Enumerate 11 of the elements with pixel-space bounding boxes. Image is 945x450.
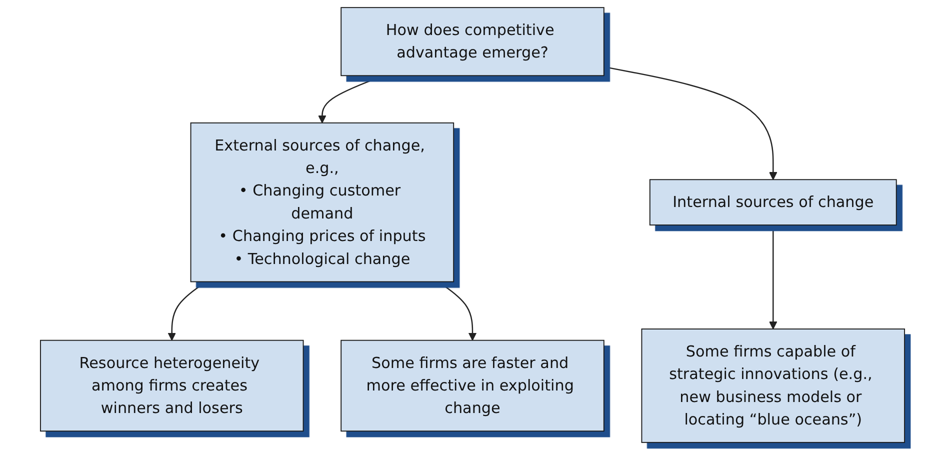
- node-box: [641, 328, 906, 443]
- arrow: [168, 281, 207, 341]
- node-box: [40, 340, 304, 432]
- node-box: [190, 122, 454, 282]
- node-box: [340, 7, 604, 76]
- node-box: [340, 340, 604, 432]
- arrow: [768, 225, 778, 330]
- arrow: [438, 281, 477, 341]
- arrow: [318, 75, 384, 124]
- node-box: [649, 179, 897, 226]
- arrow: [604, 66, 778, 180]
